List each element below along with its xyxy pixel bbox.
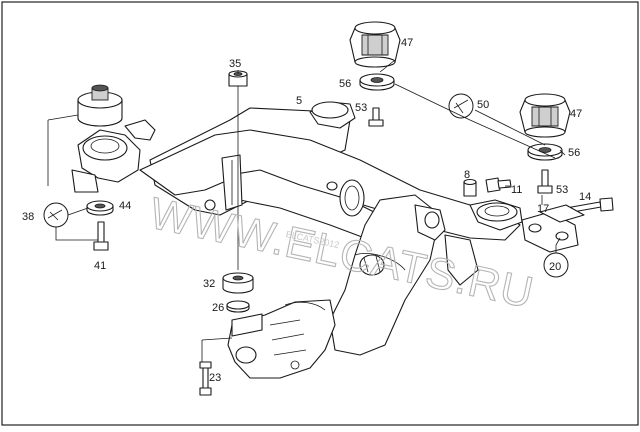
callout-14: 14: [579, 191, 591, 203]
callout-26: 26: [212, 302, 224, 314]
differential-housing[interactable]: [227, 299, 336, 379]
callout-circle-38[interactable]: [43, 202, 69, 228]
callout-circle-50[interactable]: [448, 93, 474, 119]
leader-lines: [47, 59, 566, 362]
bolt-23[interactable]: [199, 361, 212, 396]
bracket-17[interactable]: [521, 204, 585, 253]
callout-38: 38: [22, 211, 34, 223]
callout-56-top: 56: [339, 78, 351, 90]
bolt-11[interactable]: [485, 177, 512, 193]
bolt-41[interactable]: [93, 221, 109, 251]
callout-50: 50: [477, 99, 489, 111]
callout-47-top: 47: [401, 37, 413, 49]
callout-5: 5: [296, 95, 302, 107]
washer-56-top[interactable]: [359, 73, 395, 91]
callout-53-top: 53: [355, 102, 367, 114]
rubber-mount-left[interactable]: [77, 84, 123, 127]
callout-20: 20: [549, 261, 561, 273]
rubber-mount-47-right[interactable]: [519, 93, 571, 138]
bolt-53-right[interactable]: [537, 169, 553, 194]
callout-17: 17: [537, 203, 549, 215]
callout-53-right: 53: [556, 184, 568, 196]
washer-44[interactable]: [86, 200, 114, 216]
washer-56-right[interactable]: [527, 143, 563, 161]
callout-44: 44: [119, 200, 131, 212]
callout-35: 35: [229, 58, 241, 70]
bush-8[interactable]: [463, 178, 477, 197]
callout-23: 23: [209, 372, 221, 384]
callout-8: 8: [464, 169, 470, 181]
callout-32: 32: [203, 278, 215, 290]
callout-56-right: 56: [568, 147, 580, 159]
rubber-mount-47-top[interactable]: [349, 21, 401, 68]
callout-labels: 5 8 11 14 17 20 23 26 32 35 38 41 44 47 …: [22, 37, 591, 384]
washer-26[interactable]: [226, 300, 250, 313]
bolt-53-top[interactable]: [368, 107, 384, 127]
callout-47-right: 47: [570, 108, 582, 120]
callout-11: 11: [511, 184, 522, 196]
rubber-mount-32[interactable]: [222, 272, 254, 294]
axle-carrier-frame[interactable]: [71, 101, 523, 356]
callout-41: 41: [94, 260, 106, 272]
